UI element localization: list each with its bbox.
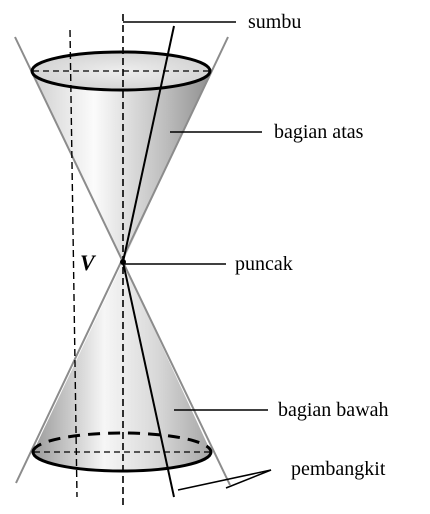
leader-generator-b: [225, 469, 272, 489]
label-vertex: puncak: [235, 253, 293, 275]
lower-nappe-surface: [33, 262, 211, 471]
generator-solid-upper: [122, 25, 175, 263]
label-upper-nappe: bagian atas: [274, 121, 364, 143]
lower-rim-front: [31, 451, 213, 473]
generator-dashed: [69, 29, 78, 498]
label-axis: sumbu: [248, 11, 301, 33]
upper-nappe-surface: [31, 71, 211, 262]
generator-solid-lower: [122, 261, 175, 498]
leader-generator-a: [177, 469, 272, 491]
vertex-letter: V: [80, 250, 97, 275]
label-generator: pembangkit: [291, 458, 386, 480]
vertex-point: [120, 259, 126, 265]
label-lower-nappe: bagian bawah: [278, 399, 389, 421]
